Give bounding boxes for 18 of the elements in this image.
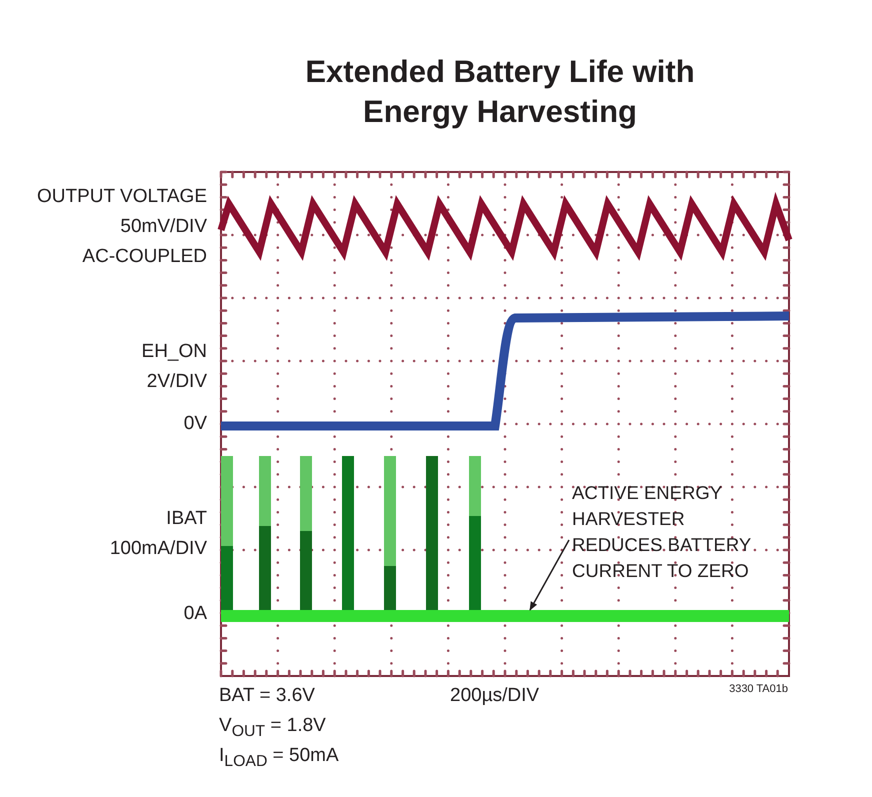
chart-title: Extended Battery Life with Energy Harvesting [304,53,696,131]
timebase-label: 200µs/DIV [450,685,540,707]
channel-label: IBAT [166,508,207,530]
battery-current-baseline-trace [221,610,789,622]
scale-label: 100mA/DIV [110,538,207,560]
condition-label: I$_{LOAD}$ = 50mA [219,745,339,772]
scale-label: 50mV/DIV [120,216,207,238]
leader-arrow [529,540,570,611]
scale-label: 2V/DIV [146,371,207,393]
condition-label: V$_{OUT}$ = 1.8V [219,715,326,742]
condition-label: BAT = 3.6V [219,685,315,707]
axis-label: OUTPUT VOLTAGE [37,186,207,208]
annotation-text: ACTIVE ENERGY HARVESTER REDUCES BATTERY CURRENT TO ZERO [572,481,752,583]
channel-label: EH_ON [142,341,207,363]
figure-id: 3330 TA01b [729,682,788,696]
level-label: 0V [184,413,207,435]
level-label: 0A [184,603,207,625]
coupling-label: AC-COUPLED [82,246,207,268]
